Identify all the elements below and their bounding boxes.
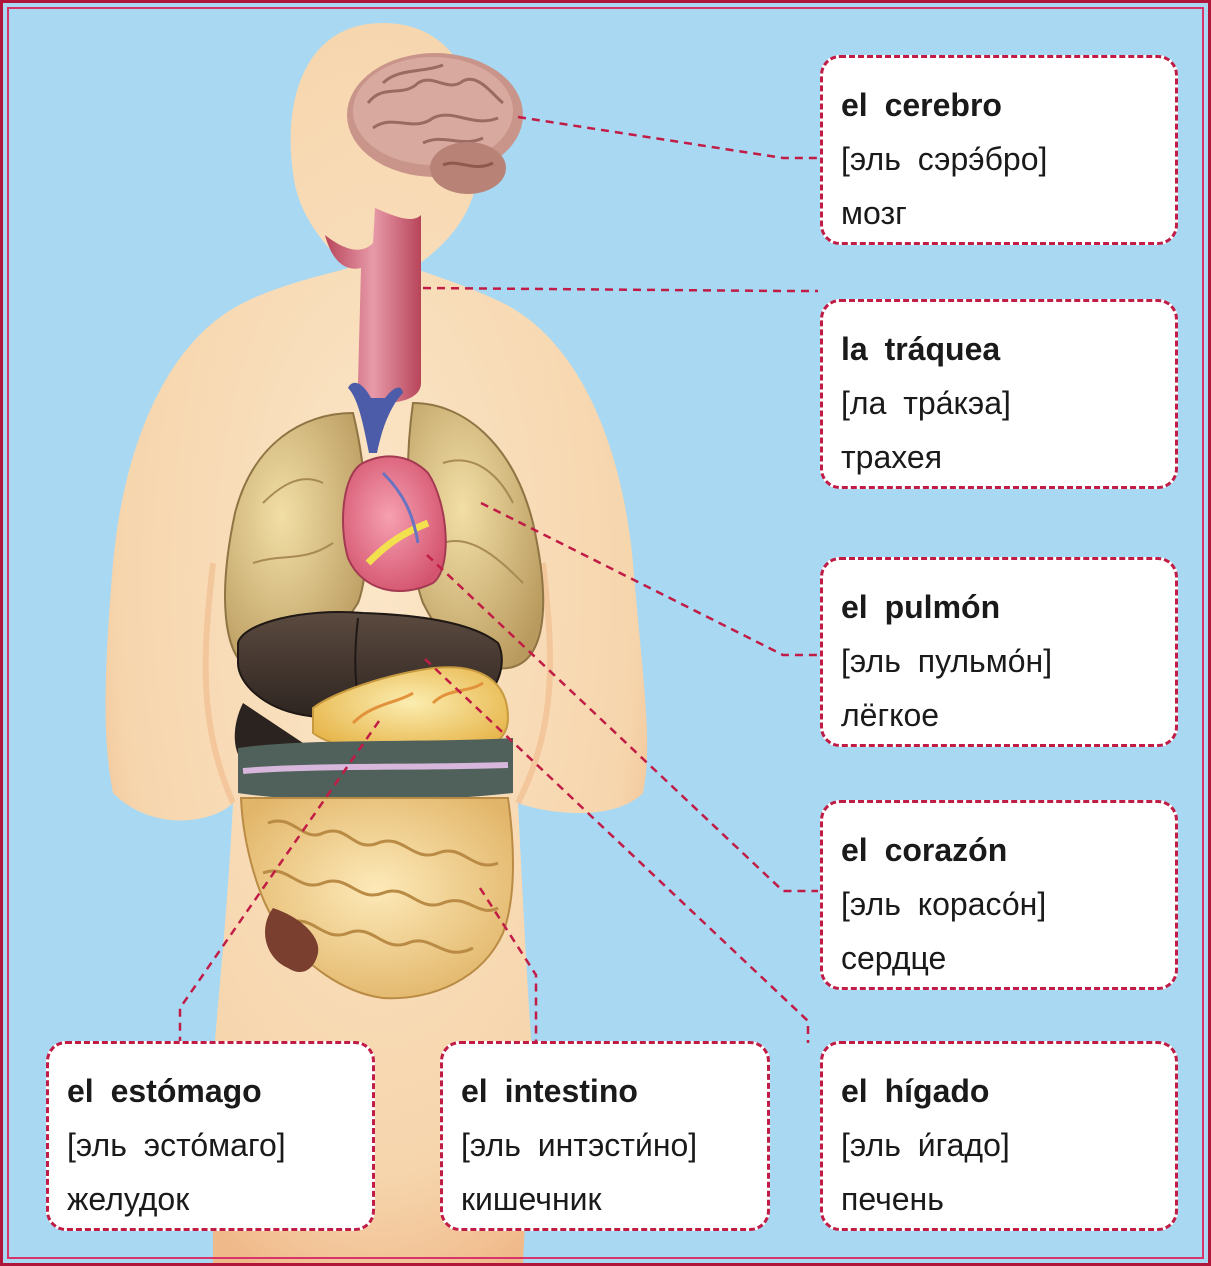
label-card-corazon: el corazón [эль корасо́н] сердце xyxy=(820,800,1178,990)
label-card-traquea: la tráquea [ла тра́кэа] трахея xyxy=(820,299,1178,489)
label-translation: кишечник xyxy=(461,1172,767,1226)
label-translation: желудок xyxy=(67,1172,372,1226)
label-pronunciation: [эль эсто́маго] xyxy=(67,1118,372,1172)
label-card-cerebro: el cerebro [эль сэрэ́бро] мозг xyxy=(820,55,1178,245)
label-card-intestino: el intestino [эль интэсти́но] кишечник xyxy=(440,1041,770,1231)
label-pronunciation: [эль пульмо́н] xyxy=(841,634,1175,688)
label-word: el intestino xyxy=(461,1064,767,1118)
label-pronunciation: [эль сэрэ́бро] xyxy=(841,132,1175,186)
label-word: la tráquea xyxy=(841,322,1175,376)
label-word: el hígado xyxy=(841,1064,1175,1118)
leader-line-cerebro xyxy=(518,117,818,158)
heart-organ xyxy=(343,456,446,591)
label-card-pulmon: el pulmón [эль пульмо́н] лёгкое xyxy=(820,557,1178,747)
label-pronunciation: [эль корасо́н] xyxy=(841,877,1175,931)
label-translation: лёгкое xyxy=(841,688,1175,742)
label-translation: мозг xyxy=(841,186,1175,240)
label-translation: сердце xyxy=(841,931,1175,985)
label-word: el cerebro xyxy=(841,78,1175,132)
label-word: el pulmón xyxy=(841,580,1175,634)
label-translation: трахея xyxy=(841,430,1175,484)
label-pronunciation: [ла тра́кэа] xyxy=(841,376,1175,430)
label-card-higado: el hígado [эль и́гадо] печень xyxy=(820,1041,1178,1231)
label-pronunciation: [эль интэсти́но] xyxy=(461,1118,767,1172)
label-pronunciation: [эль и́гадо] xyxy=(841,1118,1175,1172)
leader-line-traquea xyxy=(423,288,818,291)
colon-band xyxy=(238,738,513,801)
label-card-estomago: el estómago [эль эсто́маго] желудок xyxy=(46,1041,375,1231)
label-word: el corazón xyxy=(841,823,1175,877)
label-translation: печень xyxy=(841,1172,1175,1226)
label-word: el estómago xyxy=(67,1064,372,1118)
